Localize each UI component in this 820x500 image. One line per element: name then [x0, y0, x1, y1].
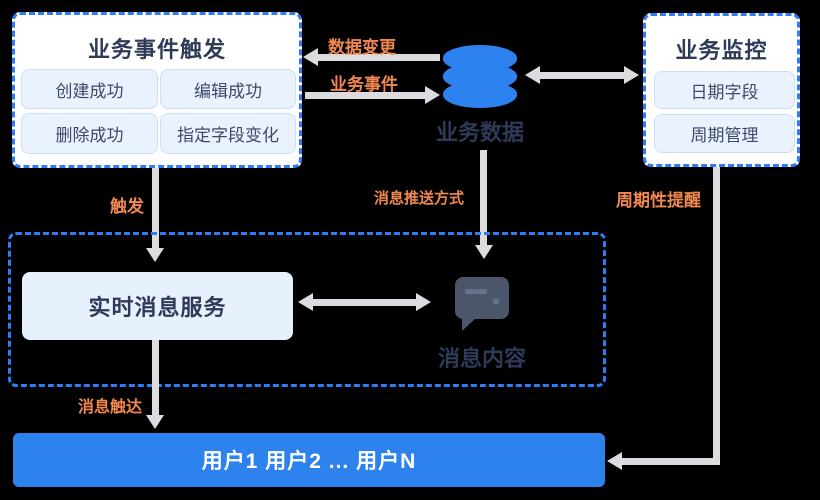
arrow-business-event-shaft [305, 92, 425, 99]
arrow-trigger-head [146, 248, 164, 262]
arrow-service-content-head-right [416, 293, 431, 311]
arrow-data-change-shaft [316, 54, 440, 61]
monitor-item-period-management: 周期管理 [654, 114, 795, 153]
arrow-label-push-mode: 消息推送方式 [374, 190, 465, 207]
arrow-db-monitor-shaft [538, 72, 624, 79]
users-bar: 用户1 用户2 ... 用户N [13, 433, 605, 487]
arrow-periodic-reminder-head [607, 452, 622, 470]
arrow-label-periodic-reminder: 周期性提醒 [616, 191, 701, 210]
arrow-label-business-event: 业务事件 [330, 75, 398, 94]
database-icon [443, 45, 517, 108]
event-item-edit-success: 编辑成功 [160, 69, 296, 109]
event-trigger-box-title: 业务事件触发 [87, 37, 226, 62]
arrow-push-mode-head [475, 245, 493, 259]
arrow-service-content-shaft [311, 299, 416, 306]
arrow-message-reach-shaft [152, 340, 159, 415]
event-item-delete-success: 删除成功 [21, 113, 158, 154]
monitor-box-title: 业务监控 [675, 38, 768, 63]
monitor-box: 业务监控 日期字段 周期管理 [643, 13, 800, 167]
chat-bubble-text-line [465, 289, 487, 294]
arrow-db-monitor-head-left [525, 66, 540, 84]
database-icon-disc-bottom [443, 81, 517, 108]
chat-bubble-body [455, 277, 509, 319]
arrow-label-message-reach: 消息触达 [78, 399, 143, 416]
arrow-push-mode-shaft [480, 150, 487, 245]
arrow-label-trigger: 触发 [110, 197, 144, 216]
chat-bubble-icon [455, 277, 510, 333]
arrow-data-change-head [303, 48, 318, 66]
realtime-section-box [8, 232, 606, 387]
monitor-item-date-field: 日期字段 [654, 71, 795, 109]
arrow-business-event-head [425, 86, 440, 104]
database-label: 业务数据 [435, 120, 524, 145]
event-trigger-box: 业务事件触发 创建成功 编辑成功 删除成功 指定字段变化 [12, 12, 302, 168]
chat-bubble-text-dot [493, 299, 499, 304]
chat-bubble-tail [462, 318, 476, 331]
realtime-message-service-box: 实时消息服务 [22, 272, 293, 340]
message-content-label: 消息内容 [437, 346, 526, 371]
arrow-trigger-shaft [152, 168, 159, 248]
event-item-create-success: 创建成功 [21, 69, 158, 109]
arrow-message-reach-head [146, 415, 164, 429]
event-item-field-change: 指定字段变化 [160, 113, 296, 154]
arrow-label-data-change: 数据变更 [328, 38, 396, 57]
arrow-db-monitor-head-right [624, 66, 639, 84]
arrow-service-content-head-left [298, 293, 313, 311]
arrow-periodic-reminder-vertical-shaft [713, 167, 720, 465]
arrow-periodic-reminder-horizontal-shaft [622, 458, 720, 465]
